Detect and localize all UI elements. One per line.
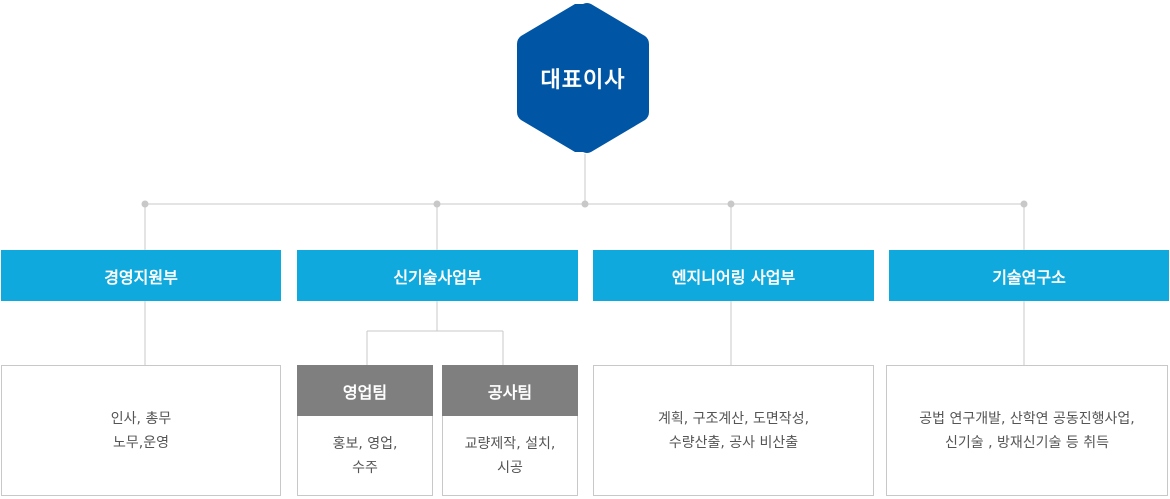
- duties-box-research: 공법 연구개발, 산학연 공동진행사업, 신기술 , 방재신기술 등 취득: [886, 365, 1168, 496]
- duty-line: 신기술 , 방재신기술 등 취득: [945, 434, 1109, 451]
- dept-research-institute: 기술연구소: [889, 250, 1169, 301]
- team-construction: 공사팀: [442, 365, 578, 416]
- duty-line: 계획, 구조계산, 도면작성,: [657, 410, 810, 427]
- duties-box-sales: 홍보, 영업, 수주: [297, 416, 433, 496]
- connector-dot: [433, 200, 441, 208]
- connector-dot: [1020, 200, 1028, 208]
- duty-line: 교량제작, 설치,: [464, 435, 556, 452]
- dept-engineering: 엔지니어링 사업부: [593, 250, 874, 301]
- team-sales: 영업팀: [297, 365, 433, 416]
- duties-box-management: 인사, 총무 노무,운영: [1, 365, 281, 496]
- duty-line: 노무,운영: [113, 434, 169, 451]
- duties-box-construction: 교량제작, 설치, 시공: [442, 416, 578, 496]
- duty-line: 시공: [497, 459, 523, 476]
- duty-line: 홍보, 영업,: [332, 435, 398, 452]
- ceo-label: 대표이사: [540, 68, 626, 93]
- connector-dot: [727, 200, 735, 208]
- duty-line: 인사, 총무: [110, 410, 172, 427]
- connector-dot: [581, 200, 589, 208]
- ceo-node: 대표이사: [515, 2, 651, 154]
- hexagon-shape: [517, 3, 649, 153]
- dept-new-technology: 신기술사업부: [297, 250, 578, 301]
- duty-line: 공법 연구개발, 산학연 공동진행사업,: [919, 410, 1135, 427]
- duties-box-engineering: 계획, 구조계산, 도면작성, 수량산출, 공사 비산출: [593, 365, 874, 496]
- duty-line: 수량산출, 공사 비산출: [668, 434, 799, 451]
- connector-dot: [141, 200, 149, 208]
- dept-management-support: 경영지원부: [1, 250, 281, 301]
- duty-line: 수주: [352, 459, 378, 476]
